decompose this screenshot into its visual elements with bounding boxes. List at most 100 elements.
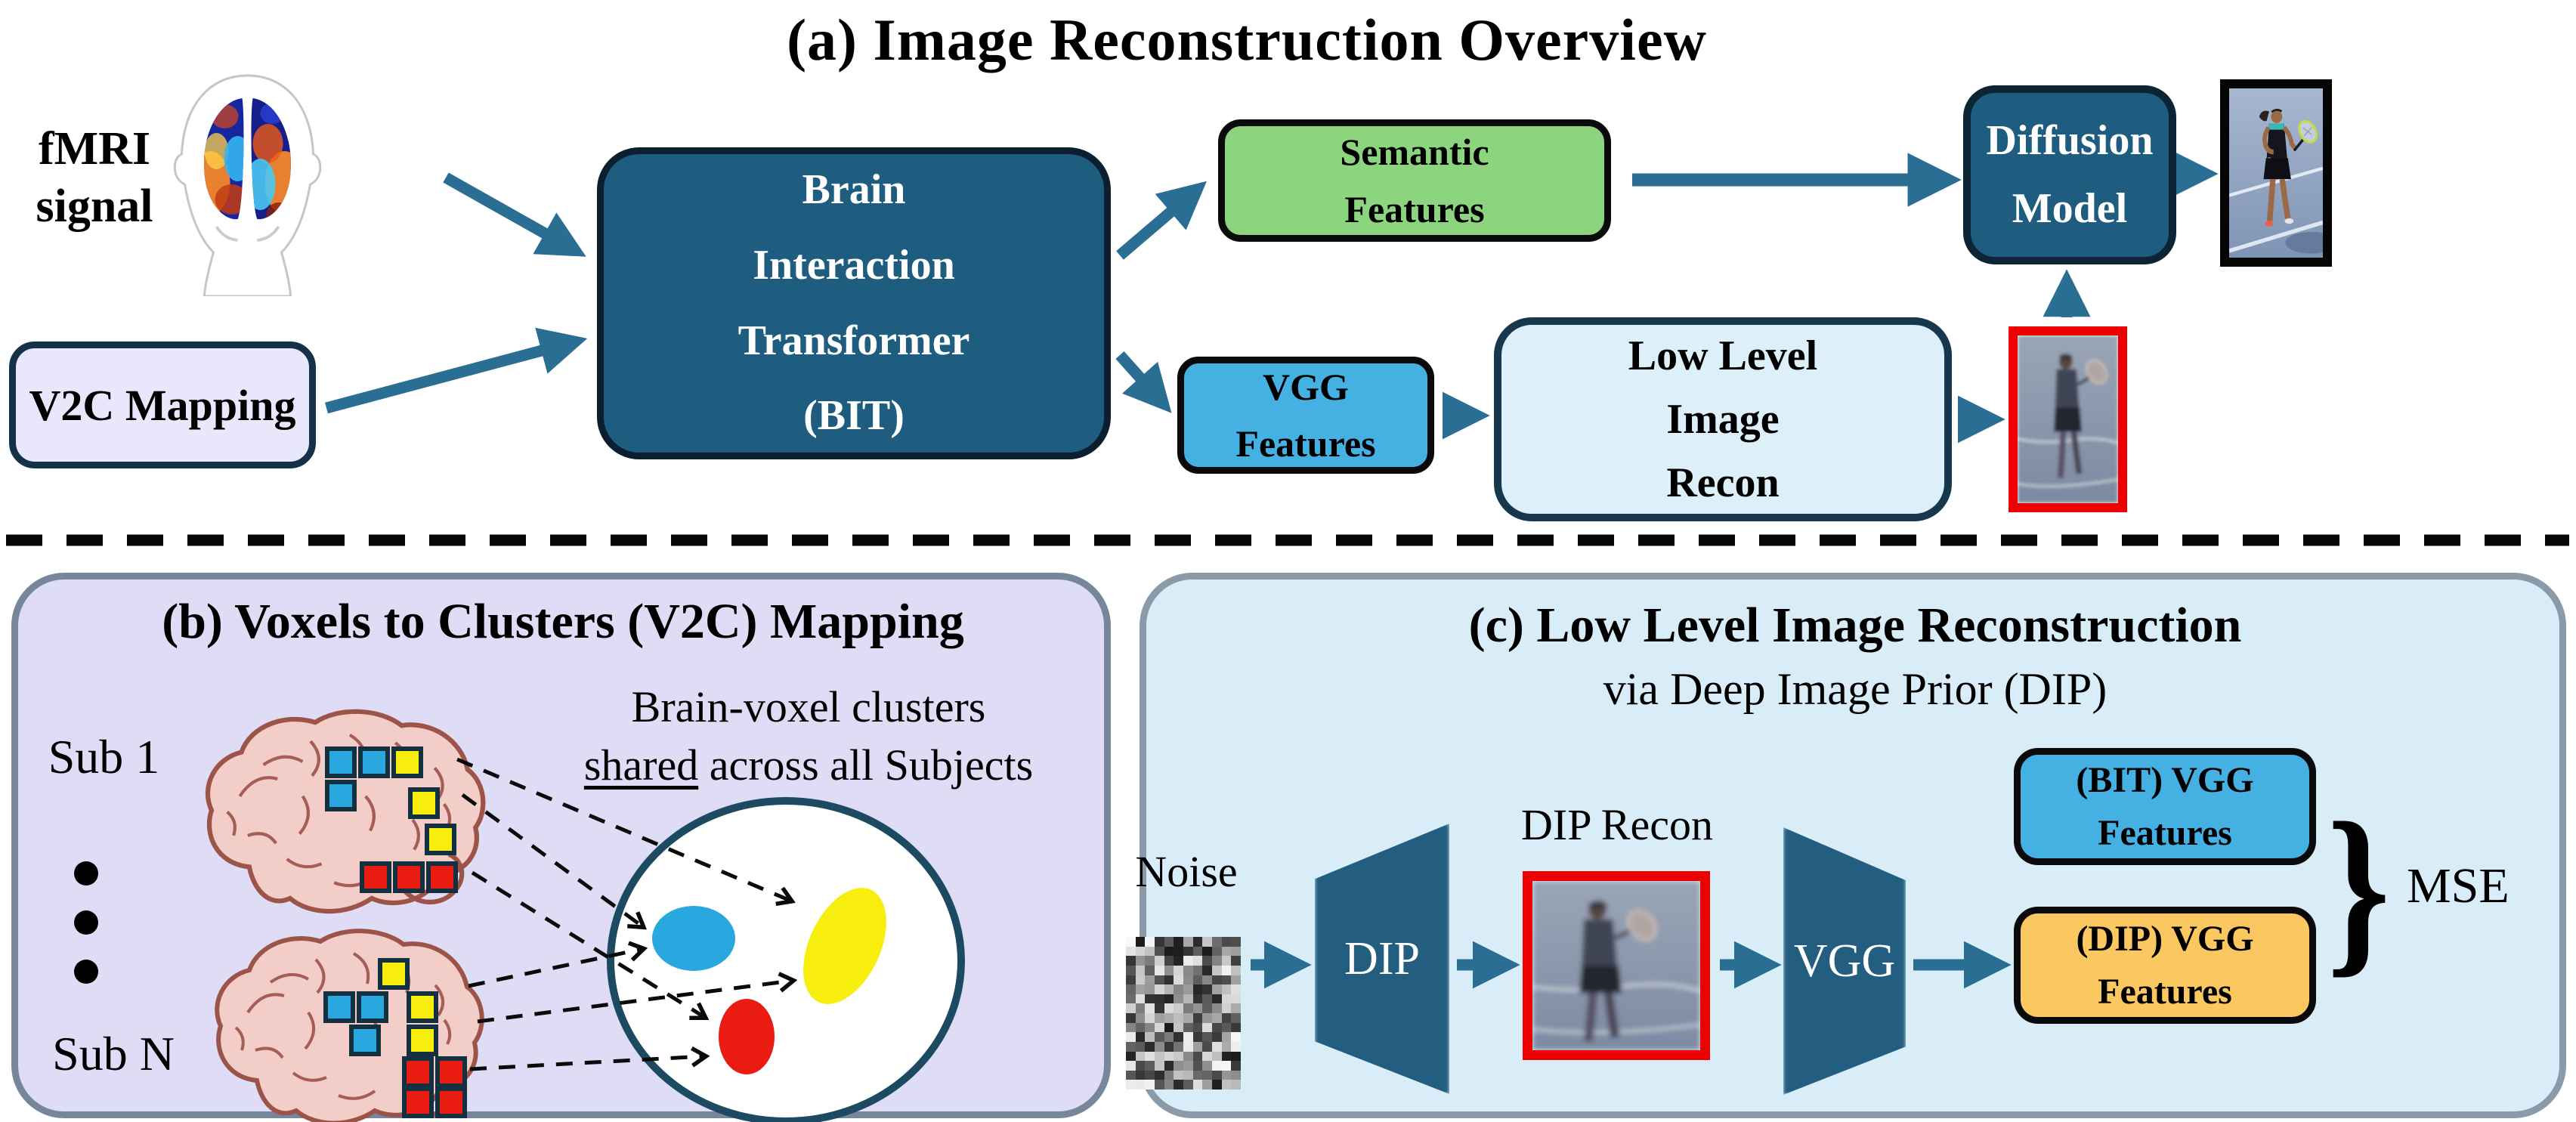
noise-pixel — [1155, 984, 1164, 994]
cluster-blob-yellow — [803, 888, 886, 1004]
noise-pixel — [1183, 1022, 1193, 1033]
noise-pixel — [1155, 1051, 1164, 1062]
noise-pixel — [1174, 1051, 1183, 1062]
shared-cluster-ellipse — [607, 797, 965, 1122]
dashed-arrow-subn-to-blue — [468, 949, 642, 988]
noise-pixel — [1221, 984, 1232, 994]
noise-pixel — [1221, 1041, 1232, 1052]
arrow-bit-to-semantic — [1116, 181, 1207, 260]
noise-pixel — [1145, 1013, 1155, 1023]
noise-pixel — [1192, 1041, 1203, 1052]
noise-pixel — [1231, 975, 1241, 985]
noise-pixel — [1145, 994, 1155, 1004]
noise-pixel — [1183, 1070, 1193, 1080]
v2c-mapping-box: V2C Mapping — [9, 342, 316, 468]
figure-title: (a) Image Reconstruction Overview — [787, 7, 1707, 73]
noise-pixel — [1126, 1080, 1136, 1090]
voxel-cell-yellow — [391, 746, 423, 778]
noise-pixel — [1202, 965, 1212, 975]
noise-pixel — [1126, 1051, 1136, 1062]
noise-pixel — [1126, 1022, 1136, 1033]
noise-pixel — [1212, 965, 1222, 975]
dashed-arrow-sub1-to-yellow — [456, 757, 790, 901]
noise-pixel — [1155, 1061, 1164, 1071]
noise-pixel — [1164, 1051, 1174, 1062]
noise-pixel — [1155, 946, 1164, 957]
shared-clusters-caption: Brain-voxel clusters shared across all S… — [583, 682, 1034, 790]
noise-pixel — [1164, 1080, 1174, 1090]
noise-pixel — [1192, 946, 1203, 957]
noise-pixel — [1145, 1061, 1155, 1071]
noise-pixel — [1145, 937, 1155, 947]
noise-pixel — [1135, 1080, 1146, 1090]
noise-pixel — [1183, 937, 1193, 947]
noise-pixel — [1164, 965, 1174, 975]
noise-pixel — [1145, 1041, 1155, 1052]
noise-pixel — [1202, 956, 1212, 966]
bit-vgg-features-box: (BIT) VGG Features — [2014, 748, 2316, 865]
noise-pixel — [1126, 965, 1136, 975]
dashed-arrow-subn-to-red — [469, 1056, 704, 1071]
noise-pixel — [1192, 984, 1203, 994]
noise-pixel — [1192, 1070, 1203, 1080]
noise-pixel — [1155, 956, 1164, 966]
noise-pixel — [1183, 994, 1193, 1004]
voxel-cell-red — [393, 861, 425, 893]
noise-pixel — [1145, 1032, 1155, 1042]
noise-pixel — [1202, 994, 1212, 1004]
noise-pixel — [1202, 1051, 1212, 1062]
noise-pixel — [1231, 1080, 1241, 1090]
noise-pixel — [1202, 1022, 1212, 1033]
noise-pixel — [1183, 1003, 1193, 1013]
noise-pixel — [1231, 1003, 1241, 1013]
noise-pixel — [1126, 1013, 1136, 1023]
arrow-bit-to-vgg-features — [1115, 351, 1172, 413]
vgg-features-box: VGG Features — [1177, 357, 1434, 474]
noise-pixel — [1231, 1051, 1241, 1062]
noise-pixel — [1135, 937, 1146, 947]
voxel-cell-blue — [349, 1025, 381, 1056]
noise-pixel — [1231, 1041, 1241, 1052]
noise-pixel — [1145, 1051, 1155, 1062]
noise-pixel — [1155, 994, 1164, 1004]
panel-b-title: (b) Voxels to Clusters (V2C) Mapping — [162, 594, 964, 649]
noise-pixel — [1202, 984, 1212, 994]
dip-recon-image — [1523, 871, 1710, 1060]
noise-pixel — [1126, 1070, 1136, 1080]
noise-pixel — [1202, 1041, 1212, 1052]
noise-pixel — [1145, 965, 1155, 975]
noise-pixel — [1135, 1003, 1146, 1013]
noise-pixel — [1164, 1003, 1174, 1013]
fmri-brain-image — [173, 74, 322, 296]
noise-pixel — [1174, 937, 1183, 947]
vgg-network-shape — [1783, 827, 1906, 1095]
noise-pixel — [1212, 1070, 1222, 1080]
noise-pixel — [1231, 1013, 1241, 1023]
noise-pixel — [1212, 937, 1222, 947]
noise-pixel — [1192, 1080, 1203, 1090]
noise-pixel — [1231, 956, 1241, 966]
noise-pixel — [1145, 1070, 1155, 1080]
noise-pixel — [1202, 946, 1212, 957]
lowlevel-recon-image — [2009, 326, 2127, 512]
vgg-trap-label: VGG — [1793, 935, 1896, 987]
noise-pixel — [1202, 937, 1212, 947]
noise-pixel — [1174, 1032, 1183, 1042]
noise-pixel — [1155, 1032, 1164, 1042]
noise-pixel — [1221, 965, 1232, 975]
noise-pixel — [1164, 994, 1174, 1004]
noise-pixel — [1164, 1022, 1174, 1033]
noise-pixel — [1155, 975, 1164, 985]
noise-pixel — [1174, 975, 1183, 985]
noise-image — [1126, 937, 1241, 1090]
noise-pixel — [1231, 1061, 1241, 1071]
noise-pixel — [1174, 1003, 1183, 1013]
noise-pixel — [1212, 1051, 1222, 1062]
noise-pixel — [1231, 994, 1241, 1004]
noise-pixel — [1145, 1022, 1155, 1033]
cluster-blob-blue — [652, 906, 735, 971]
dip-label: DIP — [1344, 932, 1420, 984]
noise-pixel — [1126, 956, 1136, 966]
noise-pixel — [1155, 1013, 1164, 1023]
